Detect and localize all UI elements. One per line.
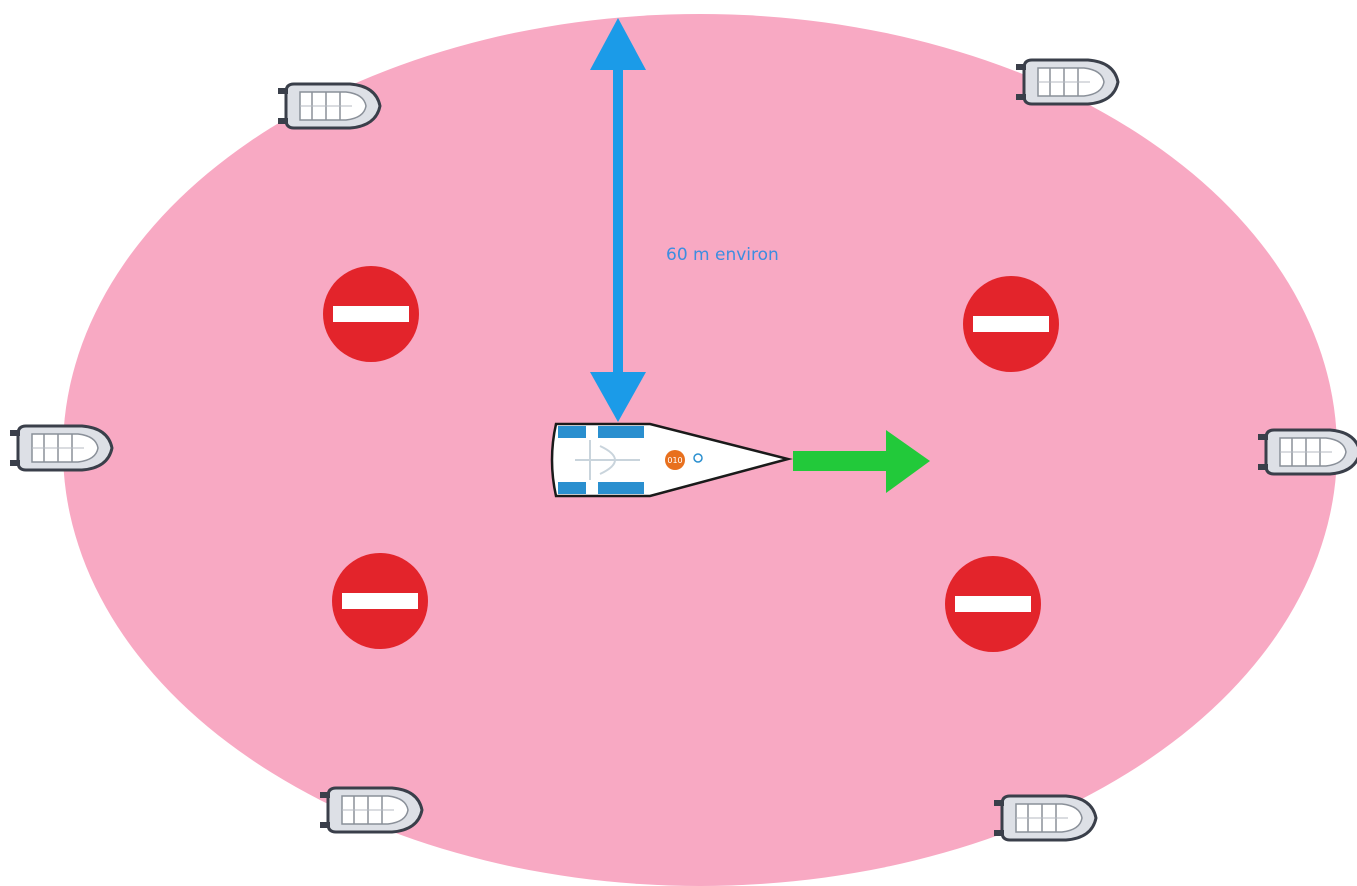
inflatable-dinghy-icon xyxy=(1014,58,1120,106)
inflatable-dinghy-icon xyxy=(1256,428,1357,476)
double-arrow-icon xyxy=(590,18,646,422)
no-entry-sign-icon xyxy=(323,266,419,362)
sailboat-topview-icon: 010 xyxy=(550,422,793,498)
boat-number: 010 xyxy=(667,456,682,465)
no-entry-sign-icon xyxy=(963,276,1059,372)
inflatable-dinghy-icon xyxy=(318,786,424,834)
no-entry-sign-icon xyxy=(945,556,1041,652)
right-arrow-icon xyxy=(793,430,930,493)
inflatable-dinghy-icon xyxy=(992,794,1098,842)
inflatable-dinghy-icon xyxy=(276,82,382,130)
no-entry-sign-icon xyxy=(332,553,428,649)
inflatable-dinghy-icon xyxy=(8,424,114,472)
distance-label: 60 m environ xyxy=(666,245,779,265)
